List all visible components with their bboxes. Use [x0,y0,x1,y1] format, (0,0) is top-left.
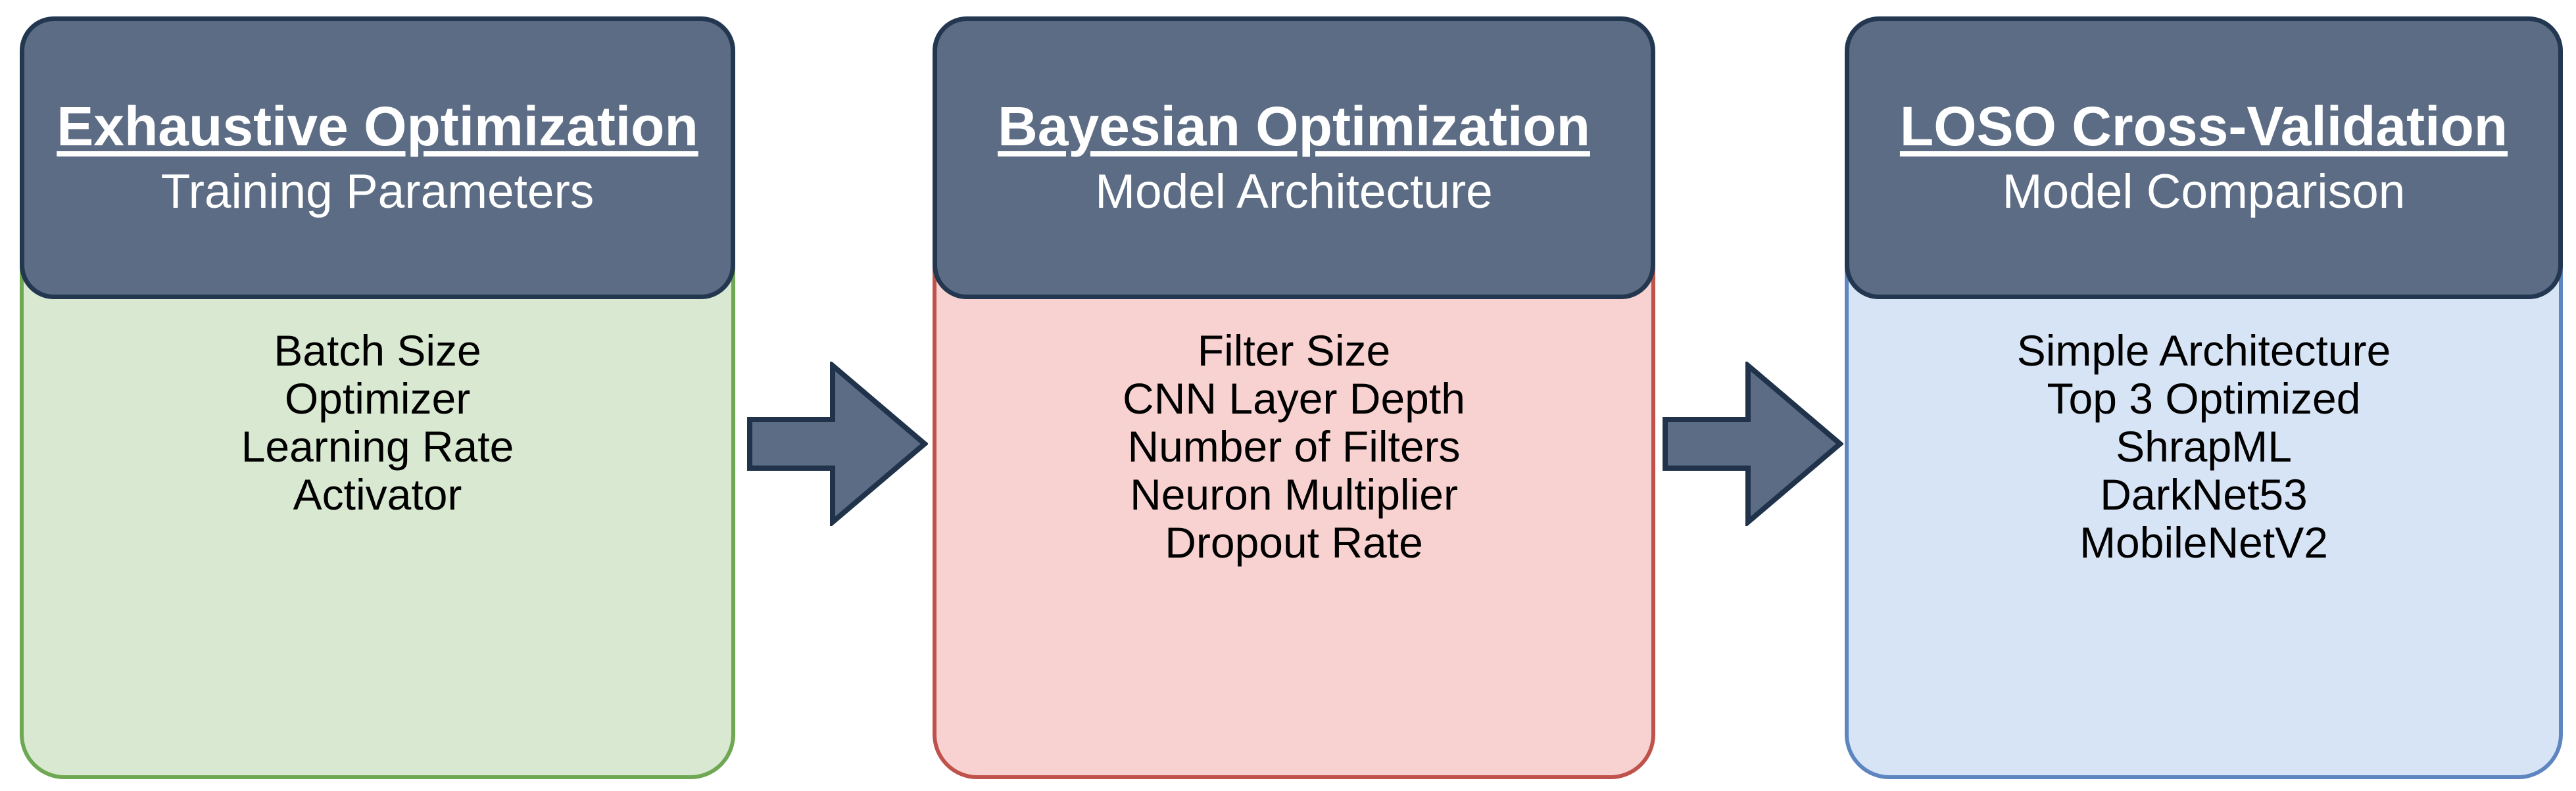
stage-item: Filter Size [1197,326,1391,375]
stage-item-list: Filter Size CNN Layer Depth Number of Fi… [933,327,1655,567]
right-arrow-icon [746,362,928,526]
right-arrow-icon [1662,362,1843,526]
stage-column-loso-cross-validation: LOSO Cross-Validation Model Comparison S… [1845,0,2563,791]
stage-item: CNN Layer Depth [1123,374,1465,423]
stage-item: ShrapML [2116,422,2292,471]
stage-column-bayesian-optimization: Bayesian Optimization Model Architecture… [933,0,1655,791]
stage-header: LOSO Cross-Validation Model Comparison [1845,16,2563,299]
stage-title: Exhaustive Optimization [57,95,698,157]
stage-subtitle: Model Comparison [2002,164,2406,218]
stage-item: DarkNet53 [2100,470,2308,519]
stage-item: Learning Rate [241,422,514,471]
stage-item: Batch Size [274,326,481,375]
stage-header: Bayesian Optimization Model Architecture [933,16,1655,299]
stage-item-list: Batch Size Optimizer Learning Rate Activ… [20,327,735,519]
stage-item-list: Simple Architecture Top 3 Optimized Shra… [1845,327,2563,567]
stage-subtitle: Model Architecture [1095,164,1493,218]
stage-item: Dropout Rate [1165,518,1423,567]
stage-header: Exhaustive Optimization Training Paramet… [20,16,735,299]
stage-title: Bayesian Optimization [998,95,1590,157]
stage-column-exhaustive-optimization: Exhaustive Optimization Training Paramet… [20,0,735,791]
right-arrow-icon [747,362,928,526]
right-arrow-icon [1663,362,1843,526]
stage-item: Neuron Multiplier [1130,470,1458,519]
stage-item: Activator [293,470,462,519]
stage-item: Number of Filters [1127,422,1461,471]
stage-subtitle: Training Parameters [160,164,595,218]
stage-item: Top 3 Optimized [2047,374,2361,423]
stage-item: Optimizer [284,374,471,423]
stage-item: MobileNetV2 [2079,518,2328,567]
stage-item: Simple Architecture [2016,326,2391,375]
stage-title: LOSO Cross-Validation [1899,95,2508,157]
